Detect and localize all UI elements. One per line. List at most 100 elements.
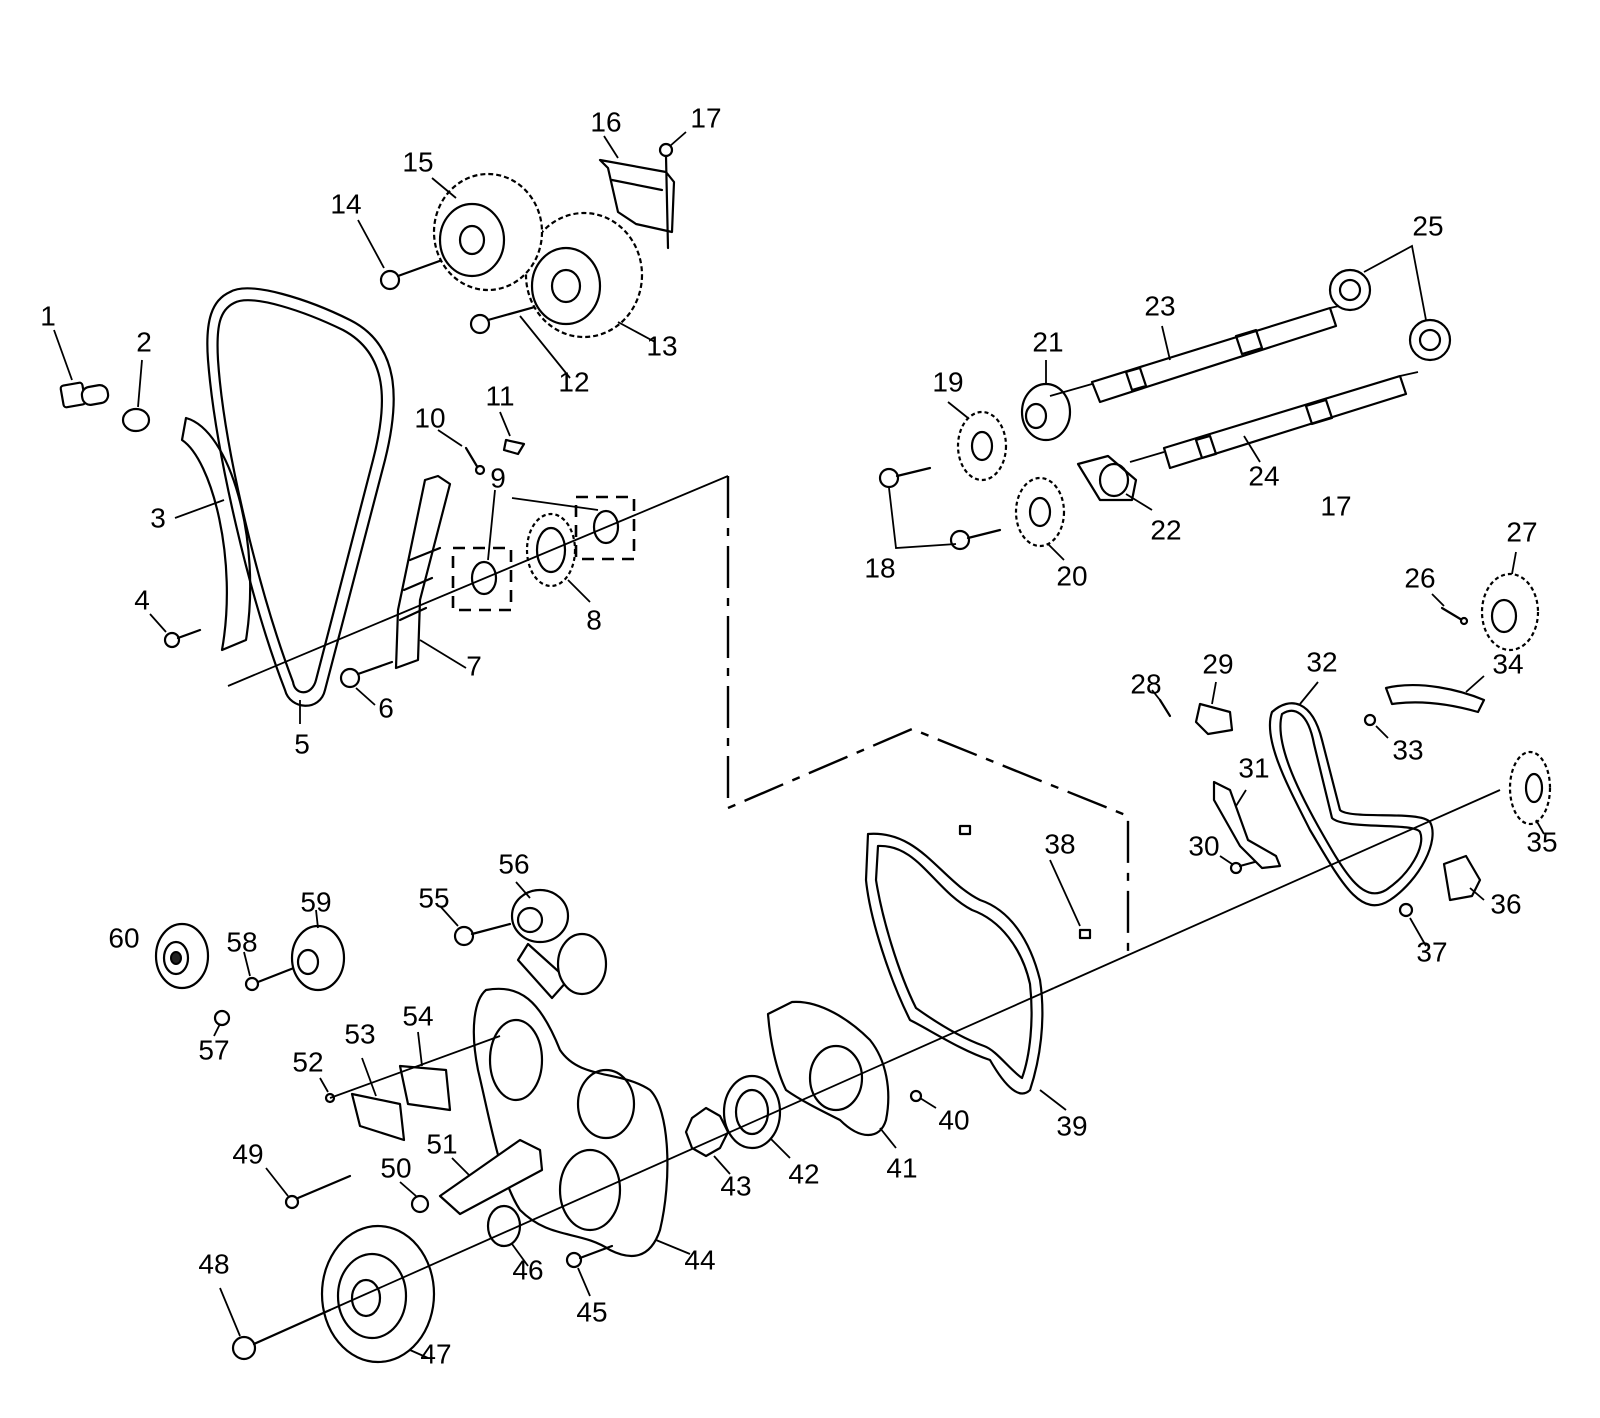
callout-24: 24 (1248, 460, 1279, 491)
callout-53: 53 (344, 1018, 375, 1049)
part-55-bolt (439, 905, 512, 947)
callout-44: 44 (684, 1244, 715, 1275)
part-17-bolt-upper (658, 131, 687, 250)
callout-10: 10 (414, 402, 445, 433)
callout-28: 28 (1130, 668, 1161, 699)
callout-56: 56 (498, 848, 529, 879)
callout-30: 30 (1188, 830, 1219, 861)
callout-4: 4 (134, 584, 150, 615)
part-35-sprocket (1508, 750, 1552, 835)
callout-8: 8 (586, 604, 602, 635)
part-9-seals (451, 489, 636, 612)
callout-35: 35 (1526, 826, 1557, 857)
callout-25: 25 (1412, 210, 1443, 241)
callout-3: 3 (150, 502, 166, 533)
part-1-plug (53, 329, 110, 409)
callout-38: 38 (1044, 828, 1075, 859)
callout-51: 51 (426, 1128, 457, 1159)
callout-7: 7 (466, 650, 482, 681)
part-21-phaser (1020, 360, 1072, 442)
secondary-drive-group (1053, 551, 1552, 989)
callout-1: 1 (40, 300, 56, 331)
part-60-idler-pulley (154, 922, 210, 990)
part-59-idler-pulley (290, 909, 346, 992)
part-27-sprocket (1480, 551, 1540, 652)
callout-57: 57 (198, 1034, 229, 1065)
callout-23: 23 (1144, 290, 1175, 321)
part-50-nut (399, 1181, 430, 1214)
lower-front-group (154, 824, 1092, 1364)
callout-43: 43 (720, 1170, 751, 1201)
part-41-oil-pump (766, 1000, 897, 1149)
callout-29: 29 (1202, 648, 1233, 679)
callout-26: 26 (1404, 562, 1435, 593)
part-44-front-cover (472, 987, 691, 1258)
part-47-crank-balancer (320, 1224, 436, 1364)
callout-15: 15 (402, 146, 433, 177)
part-24-camshaft (1129, 371, 1419, 470)
part-37-bolt (1398, 902, 1427, 947)
callout-41: 41 (886, 1152, 917, 1183)
callout-37: 37 (1416, 936, 1447, 967)
part-15-cam-sprocket (431, 172, 544, 292)
callout-labels: 1 2 3 4 5 6 7 8 9 10 11 12 13 14 15 16 1… (40, 102, 1557, 1369)
callout-21: 21 (1032, 326, 1063, 357)
callout-39: 39 (1056, 1110, 1087, 1141)
callout-22: 22 (1150, 514, 1181, 545)
callout-13: 13 (646, 330, 677, 361)
callout-54: 54 (402, 1000, 433, 1031)
callout-2: 2 (136, 326, 152, 357)
part-10-bolt (437, 429, 486, 476)
part-3-chain-guide (174, 416, 252, 652)
part-48-bolt (219, 1287, 332, 1361)
part-53-gasket (350, 1057, 406, 1142)
callout-16: 16 (590, 106, 621, 137)
part-56-belt-tensioner (510, 881, 608, 1000)
part-29-tensioner (1194, 681, 1234, 736)
callout-19: 19 (932, 366, 963, 397)
callout-31: 31 (1238, 752, 1269, 783)
callout-59: 59 (300, 886, 331, 917)
callout-33: 33 (1392, 734, 1423, 765)
upper-timing-group (53, 131, 729, 724)
callout-36: 36 (1490, 888, 1521, 919)
part-52-bolt (319, 1077, 336, 1104)
callout-5: 5 (294, 728, 310, 759)
part-45-bolt (565, 1244, 614, 1297)
callout-60: 60 (108, 922, 139, 953)
callout-48: 48 (198, 1248, 229, 1279)
callout-46: 46 (512, 1254, 543, 1285)
part-11-clip (499, 411, 526, 456)
part-32-secondary-chain (1268, 681, 1434, 907)
cover-axis-line (329, 1035, 501, 1099)
part-22-phaser (1076, 454, 1153, 511)
callout-55: 55 (418, 882, 449, 913)
callout-47: 47 (420, 1338, 451, 1369)
camshaft-group (878, 244, 1452, 561)
part-51-sensor (438, 1138, 544, 1216)
callout-52: 52 (292, 1046, 323, 1077)
part-26-bolt (1431, 593, 1469, 626)
callout-17-upper: 17 (690, 102, 721, 133)
part-31-guide (1212, 780, 1282, 870)
section-boundary-dashed-line (726, 476, 1130, 955)
part-20-cam-sprocket (1014, 476, 1066, 561)
part-23-camshaft (1049, 303, 1349, 404)
callout-11: 11 (485, 380, 514, 411)
part-34-guide (1384, 675, 1486, 714)
lower-axis-line (329, 987, 1055, 1311)
callout-6: 6 (378, 692, 394, 723)
callout-18: 18 (864, 552, 895, 583)
part-36-tensioner (1442, 854, 1485, 902)
callout-58: 58 (226, 926, 257, 957)
part-33-bolt (1363, 713, 1389, 739)
part-40-bolt (909, 1089, 937, 1109)
callout-20: 20 (1056, 560, 1087, 591)
part-49-bolt (265, 1167, 352, 1210)
part-7-tensioner-guide (394, 474, 467, 670)
part-5-timing-chain (206, 287, 395, 724)
callout-45: 45 (576, 1296, 607, 1327)
part-6-bolt (339, 660, 394, 706)
callout-27: 27 (1506, 516, 1537, 547)
